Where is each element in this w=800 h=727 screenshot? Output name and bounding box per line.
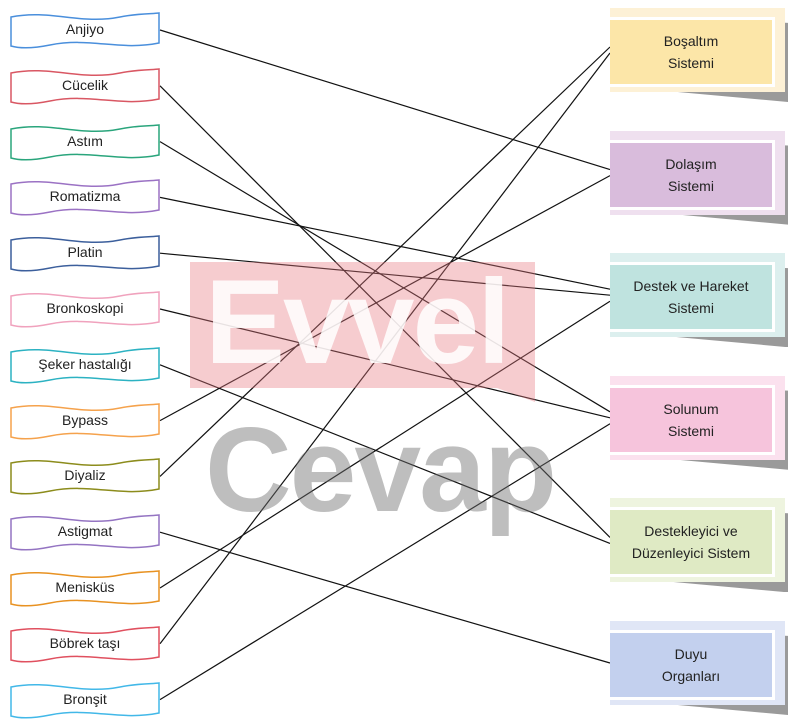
term-label: Anjiyo [65,21,105,37]
connection-line [159,46,611,477]
connection-line [159,29,611,171]
term-card[interactable]: Bronşit [10,681,160,719]
term-label: Şeker hastalığı [38,355,132,372]
term-label: Bronşit [63,690,107,707]
watermark-cevap: Cevap [205,403,557,537]
term-label: Böbrek taşı [49,634,121,651]
system-name-line1: Destek ve Hareket [633,278,749,295]
term-card[interactable]: Şeker hastalığı [10,346,160,384]
term-label: Platin [67,244,103,261]
term-card[interactable]: Menisküs [10,570,160,607]
connection-line [159,196,611,290]
system-name-line2: Sistemi [668,55,714,71]
watermark-evvel: Evvel [205,255,511,389]
wavy-card-shape [10,291,160,328]
wavy-card-shape [10,681,160,719]
term-card[interactable]: Astım [10,123,160,161]
watermark-background [190,262,535,388]
term-card[interactable]: Bypass [10,402,160,440]
term-label: Bronkoskopi [46,300,124,316]
card-body: Destekleyici ve Düzenleyici Sistem [610,507,775,578]
wavy-card-shape [10,570,160,607]
connection-line [159,141,611,413]
connection-line [159,308,611,419]
wavy-card-shape [10,235,160,272]
term-label: Cücelik [62,76,108,93]
term-card[interactable]: Astigmat [10,514,160,551]
term-card[interactable]: Romatizma [10,179,160,216]
system-name-line1: Boşaltım [663,33,719,49]
connection-line [159,252,611,296]
system-name-line2: Sistemi [668,177,714,194]
term-card[interactable]: Anjiyo [10,12,160,49]
system-name-line1: Solunum [663,400,719,417]
term-card[interactable]: Diyaliz [10,458,160,495]
term-card[interactable]: Platin [10,235,160,272]
connection-line [159,52,611,645]
term-card[interactable]: Böbrek taşı [10,625,160,663]
term-label: Astigmat [57,523,113,540]
system-name-line2: Sistemi [668,422,714,439]
system-name-line2: Düzenleyici Sistem [631,545,751,562]
wavy-card-shape [10,123,160,161]
connection-line [159,300,611,589]
system-name-line2: Sistemi [668,300,714,317]
system-name-line2: Organları [661,668,721,684]
wavy-card-shape [10,402,160,440]
wavy-card-shape [10,514,160,551]
wavy-card-shape [10,346,160,384]
term-label: Romatizma [49,188,121,205]
system-name-line1: Destekleyici ve [644,523,738,540]
connection-line [159,85,611,538]
wavy-card-shape [10,625,160,663]
wavy-card-shape [10,67,160,105]
term-card[interactable]: Bronkoskopi [10,291,160,328]
system-card[interactable]: Destekleyici ve Düzenleyici Sistem [610,498,788,593]
wavy-card-shape [10,12,160,49]
system-name-line1: Duyu [674,646,708,662]
wavy-card-shape [10,179,160,216]
term-label: Bypass [62,411,108,428]
term-label: Diyaliz [64,467,106,484]
connection-line [159,175,611,422]
connection-line [159,423,611,701]
connection-line [159,364,611,544]
term-card[interactable]: Cücelik [10,67,160,105]
wavy-card-shape [10,458,160,495]
connection-line [159,531,611,664]
system-name-line1: Dolaşım [665,155,717,172]
term-label: Menisküs [55,579,115,595]
term-label: Astım [67,132,103,149]
